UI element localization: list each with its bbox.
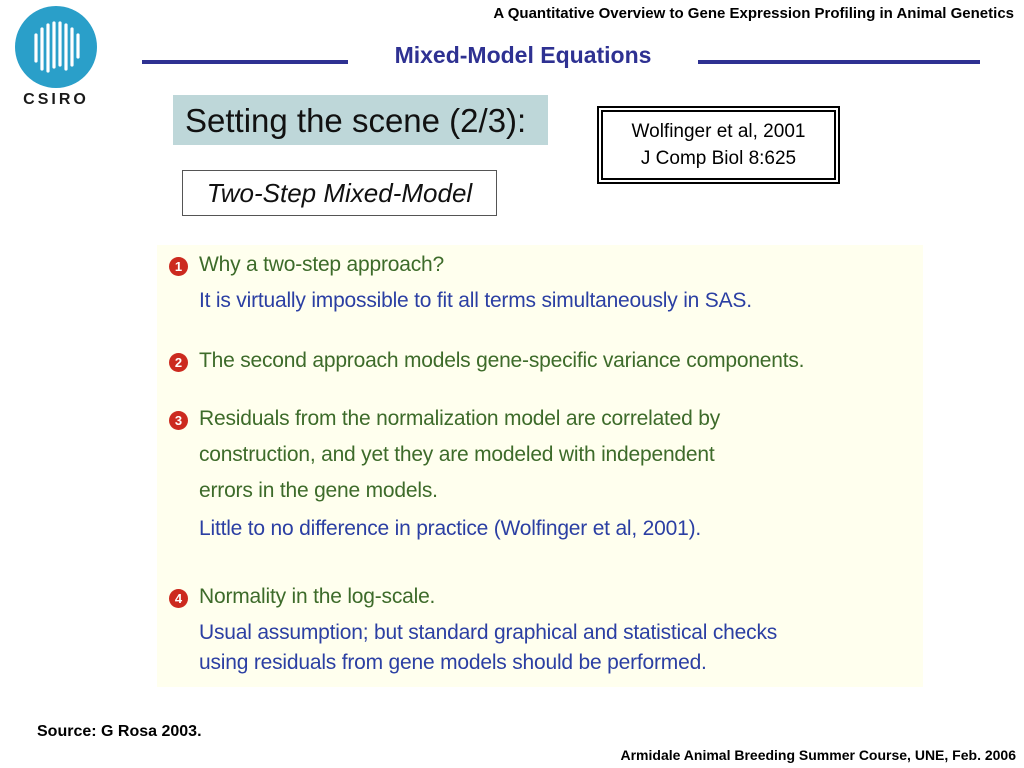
point-3-heading-line-1: Residuals from the normalization model a…: [199, 407, 721, 430]
course-title: A Quantitative Overview to Gene Expressi…: [493, 5, 1014, 22]
csiro-logo: CSIRO: [14, 5, 98, 109]
point-4-detail-line-1: Usual assumption; but standard graphical…: [199, 621, 778, 644]
section-title: Mixed-Model Equations: [394, 42, 652, 68]
subtitle-box: Two-Step Mixed-Model: [182, 170, 497, 216]
title-rule-left: [142, 60, 348, 64]
footer-text: Armidale Animal Breeding Summer Course, …: [620, 747, 1017, 763]
reference-box: Wolfinger et al, 2001 J Comp Biol 8:625: [597, 106, 840, 184]
source-note: Source: G Rosa 2003.: [37, 723, 202, 740]
csiro-logo-icon: [15, 6, 97, 88]
point-1-detail: It is virtually impossible to fit all te…: [199, 289, 752, 312]
logo-text: CSIRO: [23, 91, 89, 108]
number-bullet-icon: 4: [169, 589, 188, 608]
number-bullet-icon: 1: [169, 257, 188, 276]
point-3-heading-line-2: construction, and yet they are modeled w…: [199, 443, 715, 466]
point-3-detail: Little to no difference in practice (Wol…: [199, 517, 702, 540]
point-1-heading: Why a two-step approach?: [199, 253, 444, 276]
point-4-detail-line-2: using residuals from gene models should …: [199, 651, 707, 674]
content-panel: 1 Why a two-step approach? It is virtual…: [157, 245, 923, 687]
reference-line-1: Wolfinger et al, 2001: [631, 121, 806, 142]
point-3-heading-line-3: errors in the gene models.: [199, 479, 438, 502]
point-2-heading: The second approach models gene-specific…: [199, 349, 805, 372]
number-bullet-icon: 2: [169, 353, 188, 372]
reference-line-2: J Comp Biol 8:625: [640, 148, 797, 169]
scene-title: Setting the scene (2/3):: [173, 95, 548, 145]
title-rule-right: [698, 60, 980, 64]
point-4-heading: Normality in the log-scale.: [199, 585, 436, 608]
number-bullet-icon: 3: [169, 411, 188, 430]
